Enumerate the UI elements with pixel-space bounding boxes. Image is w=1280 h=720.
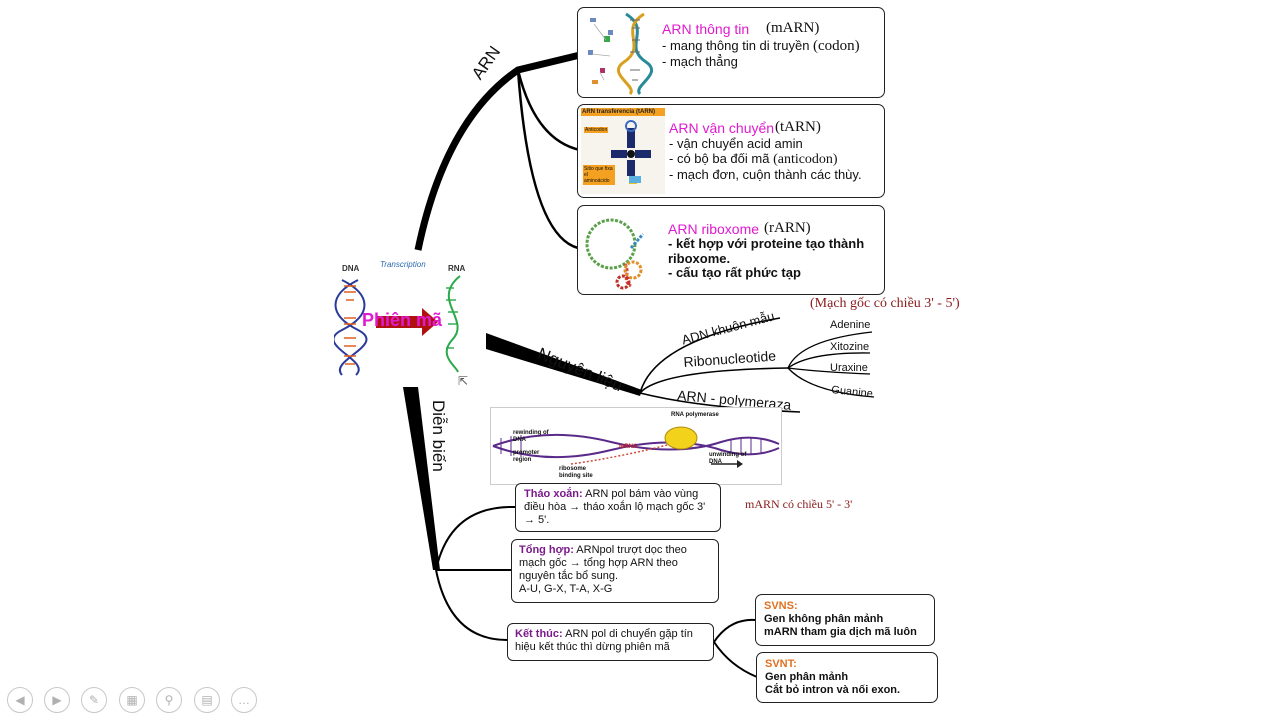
grid-icon: ▦ (126, 693, 138, 707)
step-ket-thuc-box: Kết thúc: ARN pol di chuyển gặp tín hiệu… (507, 623, 714, 661)
dien-bien-branch-label: Diễn biến (429, 400, 448, 472)
base-pairing-rule: A-U, G-X, T-A, X-G (519, 583, 613, 595)
marn-abbr: (mARN) (766, 20, 820, 36)
svns-line-1: Gen không phân mảnh (764, 613, 884, 625)
dna-label: DNA (342, 264, 360, 273)
tarn-line-1: - vận chuyển acid amin (669, 136, 803, 151)
transcription-arrow-icon (376, 308, 438, 336)
marn-title: ARN thông tin (662, 21, 750, 37)
svnt-line-2: Cắt bỏ intron và nối exon. (765, 684, 901, 696)
dna-helix-icon (334, 275, 461, 376)
tarn-abbr: (tARN) (775, 119, 821, 135)
prev-slide-button[interactable]: ◀ (7, 687, 33, 713)
central-topic-title: Phiên mã (362, 310, 443, 330)
base-adenine: Adenine (830, 319, 871, 331)
rarn-line-1: - kết hợp với proteine tạo thành (668, 236, 865, 251)
step-thao-xoan-text: Tháo xoắn: ARN pol bám vào vùng điều hòa… (524, 488, 706, 526)
arrow-right-icon: ▶ (52, 693, 62, 707)
ellipsis-icon: … (238, 693, 250, 707)
nguyen-lieu-branch-line (486, 333, 642, 396)
svns-line-2: mARN tham gia dịch mã luôn (764, 626, 917, 638)
svnt-line-1: Gen phân mảnh (765, 671, 849, 683)
tarn-structure-image: ARN transferencia (tARN) Anticodon Sitio… (581, 108, 665, 194)
subtitles-icon: ▤ (201, 693, 213, 707)
step-tong-hop-text: Tổng hợp: ARNpol trượt dọc theo mạch gốc… (519, 544, 687, 595)
base-xitozine: Xitozine (830, 341, 870, 353)
step-ket-thuc-text: Kết thúc: ARN pol di chuyển gặp tín hiệu… (515, 628, 693, 653)
marn-box: ARN thông tin (mARN) - mang thông tin di… (577, 7, 885, 98)
rarn-abbr: (rARN) (764, 220, 811, 236)
subtitles-button[interactable]: ▤ (194, 687, 220, 713)
base-uraxine: Uraxine (830, 362, 868, 374)
marn-direction-note: mARN có chiều 5' - 3' (745, 497, 853, 511)
pen-icon: ✎ (88, 693, 100, 707)
adn-template-note: (Mạch gốc có chiều 3' - 5') (810, 296, 960, 311)
mouse-cursor-icon: ⇱ (458, 374, 469, 388)
transcription-process-figure: RNA polymerase rewinding of DNA promoter… (490, 407, 782, 485)
svnt-title: SVNT: (765, 658, 797, 670)
svns-title: SVNS: (764, 600, 798, 612)
tarn-line-3: - mạch đơn, cuộn thành các thùy. (669, 167, 862, 182)
svns-box: SVNS: Gen không phân mảnh mARN tham gia … (755, 594, 935, 646)
step-thao-xoan-box: Tháo xoắn: ARN pol bám vào vùng điều hòa… (515, 483, 721, 532)
tarn-title: ARN vận chuyển (669, 120, 775, 136)
rarn-title: ARN riboxome (668, 221, 760, 237)
marn-line-2: - mạch thẳng (662, 54, 738, 69)
rarn-box: ARN riboxome (rARN) - kết hợp với protei… (577, 205, 885, 295)
svnt-box: SVNT: Gen phân mảnh Cắt bỏ intron và nối… (756, 652, 938, 703)
dien-bien-branch-line (403, 387, 440, 570)
marn-line-1: - mang thông tin di truyền (codon) (662, 38, 860, 54)
pen-tool-button[interactable]: ✎ (81, 687, 107, 713)
zoom-button[interactable]: ⚲ (156, 687, 182, 713)
magnifier-icon: ⚲ (164, 693, 174, 707)
arrow-left-icon: ◀ (15, 693, 25, 707)
next-slide-button[interactable]: ▶ (44, 687, 70, 713)
tarn-box: ARN transferencia (tARN) Anticodon Sitio… (577, 104, 885, 198)
transcription-label: Transcription (380, 260, 426, 269)
rarn-line-2: riboxome. (668, 251, 731, 266)
transcription-image: DNA RNA Transcription Phiên mã (334, 260, 470, 380)
rarn-line-3: - cấu tạo rất phức tạp (668, 265, 801, 280)
arn-branch-line (414, 51, 581, 251)
rarn-structure-image (585, 218, 645, 290)
tarn-line-2: - có bộ ba đối mã (anticodon) (669, 151, 838, 167)
step-tong-hop-box: Tổng hợp: ARNpol trượt dọc theo mạch gốc… (511, 539, 719, 603)
slides-overview-button[interactable]: ▦ (119, 687, 145, 713)
marn-strand-image (588, 12, 654, 96)
more-options-button[interactable]: … (231, 687, 257, 713)
rna-label: RNA (448, 264, 466, 273)
